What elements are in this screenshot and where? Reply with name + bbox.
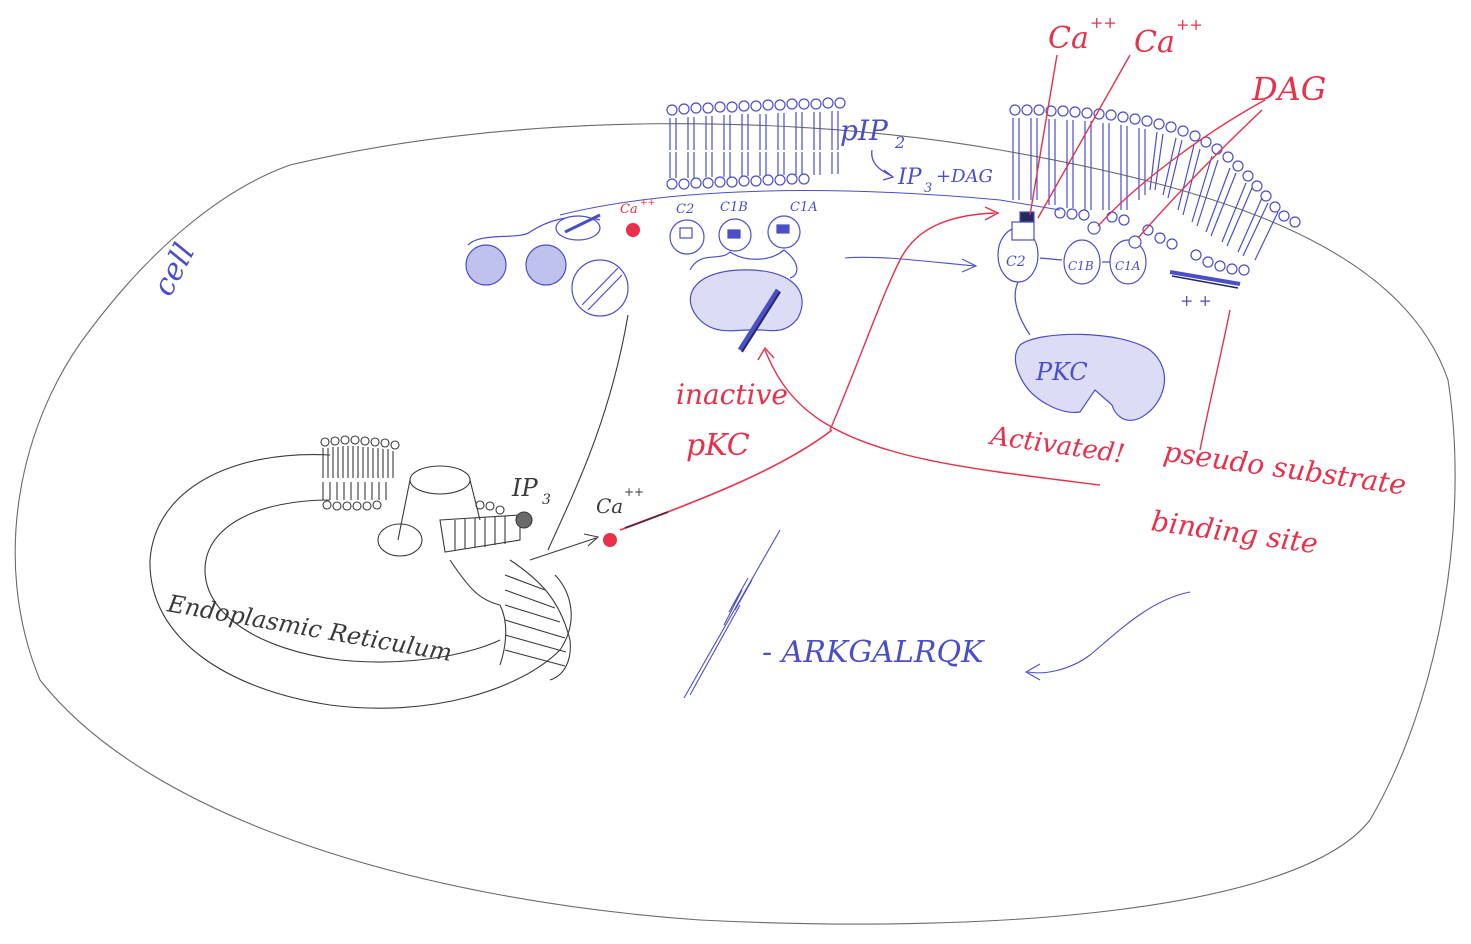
activated-label: Activated! bbox=[987, 421, 1127, 470]
pseudo-label-1: pseudo substrate bbox=[1161, 435, 1408, 502]
activated-pkc bbox=[998, 212, 1240, 420]
translocation-arrow bbox=[845, 257, 976, 272]
pip2-arrow bbox=[872, 150, 893, 180]
sequence-arrow bbox=[1026, 592, 1190, 680]
c1b-label-left: C1B bbox=[720, 200, 748, 215]
cell-label: cell bbox=[146, 238, 202, 302]
ip3-er-sub: 3 bbox=[542, 492, 551, 508]
ca-path-to-membrane bbox=[830, 213, 995, 430]
ca-dot-er bbox=[603, 533, 617, 547]
er-lipids bbox=[321, 436, 399, 510]
ip3-receptor-top bbox=[410, 466, 470, 494]
ca-label-er: Ca bbox=[596, 494, 623, 518]
sequence-label: - ARKGALRQK bbox=[762, 635, 985, 670]
pseudo-leader bbox=[1200, 310, 1230, 450]
c1a-label-right: C1A bbox=[1115, 259, 1141, 273]
ca-label-er-sup: ++ bbox=[624, 485, 644, 499]
inactive-label-2: pKC bbox=[686, 428, 750, 463]
peptide-helix bbox=[684, 530, 780, 698]
inactive-pkc bbox=[670, 216, 802, 352]
ca-label-top-left-sup: ++ bbox=[1090, 13, 1117, 32]
pip2-sub: 2 bbox=[894, 133, 905, 152]
plc-domain-2 bbox=[526, 245, 566, 285]
er-outer bbox=[150, 455, 571, 709]
plc-cluster bbox=[466, 215, 628, 316]
ip3-dag-label: IP bbox=[897, 165, 923, 190]
c1a-label-left: C1A bbox=[790, 200, 818, 215]
er-label: Endoplasmic Reticulum bbox=[164, 589, 454, 667]
ca-label-membrane: Ca bbox=[620, 202, 638, 217]
ca-leader-2 bbox=[1038, 55, 1130, 218]
c2-label-left: C2 bbox=[676, 202, 694, 217]
plasma-membrane-left bbox=[667, 98, 845, 189]
plus-marks: + + bbox=[1180, 291, 1212, 310]
pkc-label: PKC bbox=[1035, 358, 1088, 386]
ca-er-dark-stroke bbox=[625, 512, 668, 528]
ca-label-top-right: Ca bbox=[1134, 25, 1175, 60]
pip2-label: pIP bbox=[840, 114, 889, 147]
ca-dot-membrane bbox=[626, 223, 640, 237]
ca-label-membrane-sup: ++ bbox=[640, 198, 655, 208]
ip3-dag-tail: +DAG bbox=[936, 166, 993, 187]
c2-label-right: C2 bbox=[1006, 254, 1026, 270]
ca-release-arrow bbox=[530, 534, 598, 560]
ip3-er-label: IP bbox=[511, 474, 538, 502]
lipid-tails-right bbox=[1013, 118, 1278, 260]
ca-label-top-right-sup: ++ bbox=[1176, 15, 1203, 34]
lipid-tails bbox=[670, 111, 838, 178]
lipid-heads-top bbox=[667, 98, 845, 115]
inactive-label-1: inactive bbox=[676, 378, 788, 411]
plc-domain-1 bbox=[466, 245, 506, 285]
pkc-catalytic-inactive bbox=[690, 270, 802, 331]
dag-leader-1 bbox=[1098, 100, 1265, 226]
ip3-molecule bbox=[516, 512, 532, 528]
c1b-label-right: C1B bbox=[1068, 259, 1094, 273]
ca-label-top-left: Ca bbox=[1048, 21, 1089, 56]
ip3-dag-sub: 3 bbox=[924, 181, 932, 196]
dag-label: DAG bbox=[1251, 70, 1326, 108]
plc-domain-3 bbox=[572, 260, 628, 316]
pseudo-label-2: binding site bbox=[1149, 504, 1320, 560]
